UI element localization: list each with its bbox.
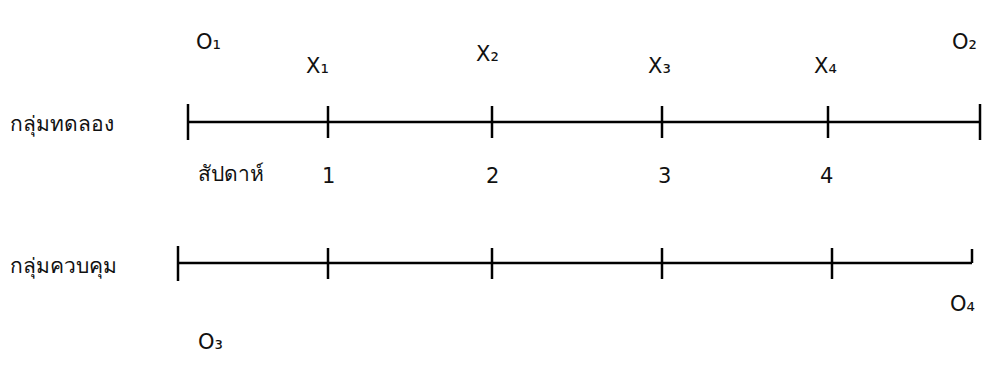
tick	[177, 246, 180, 281]
control-timeline	[178, 262, 972, 265]
tick	[827, 106, 830, 138]
tick	[187, 104, 190, 140]
observation-label: O₁	[188, 26, 229, 59]
week-number: 2	[478, 160, 507, 193]
treatment-label: X₂	[468, 38, 507, 71]
tick	[327, 106, 330, 138]
tick	[831, 248, 834, 279]
week-number: 4	[812, 160, 841, 193]
tick	[491, 248, 494, 279]
observation-label: O₄	[942, 288, 983, 321]
treatment-label: X₄	[806, 50, 845, 83]
tick	[661, 106, 664, 138]
observation-label: O₂	[944, 26, 985, 59]
group-label: กลุ่มทดลอง	[2, 108, 122, 141]
tick	[491, 106, 494, 138]
treatment-label: X₃	[640, 50, 679, 83]
group-label: กลุ่มควบคุม	[2, 250, 125, 283]
tick	[661, 248, 664, 279]
tick	[979, 104, 982, 140]
week-number: 1	[314, 160, 343, 193]
observation-label: O₃	[190, 326, 231, 359]
tick	[971, 249, 974, 263]
treatment-label: X₁	[298, 50, 337, 83]
week-label: สัปดาห์	[190, 158, 272, 191]
tick	[327, 248, 330, 279]
week-number: 3	[650, 160, 679, 193]
experimental-timeline	[188, 121, 980, 124]
